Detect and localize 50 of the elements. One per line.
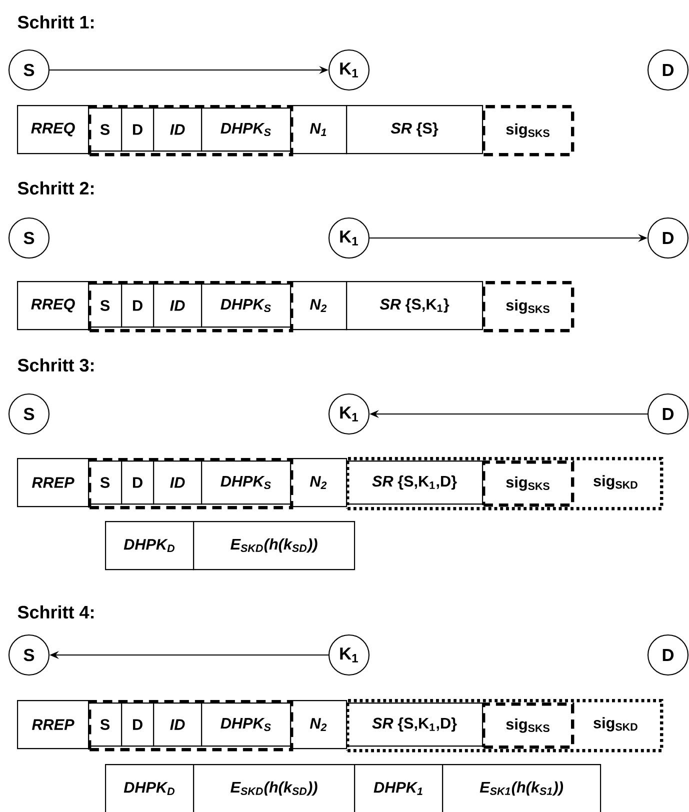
packet-field: SR {S,K$_{1}$,D} bbox=[346, 460, 484, 505]
step-heading: Schritt 3: bbox=[18, 358, 94, 372]
dashed-outline bbox=[88, 281, 294, 332]
packet-field: DHPK$_{S}$ bbox=[201, 460, 292, 505]
packet-field: SR {S,K$_{1}$,D} bbox=[346, 702, 484, 747]
dotted-outline bbox=[346, 457, 664, 510]
packet-field: ID bbox=[153, 460, 202, 505]
packet-field: D bbox=[121, 460, 154, 505]
step-heading: Schritt 2: bbox=[18, 181, 94, 195]
packet-field: E$_{SK1}$(h(k$_{S1}$)) bbox=[442, 764, 602, 812]
packet-field: DHPK$_{S}$ bbox=[201, 284, 292, 328]
packet-field: DHPK$_{D}$ bbox=[105, 521, 194, 570]
packet-field: ID bbox=[153, 702, 202, 747]
packet-field: S bbox=[88, 284, 122, 328]
dotted-outline bbox=[346, 699, 664, 752]
packet-field: S bbox=[88, 702, 122, 747]
packet-field: sig$_{SKS}$ bbox=[482, 460, 574, 507]
packet-field: N$_{2}$ bbox=[290, 458, 348, 508]
packet-field: E$_{SKD}$(h(k$_{SD}$)) bbox=[193, 764, 356, 812]
packet-field: N$_{2}$ bbox=[290, 281, 348, 330]
step-heading: Schritt 4: bbox=[18, 605, 94, 619]
packet-field: sig$_{SKD}$ bbox=[594, 475, 638, 490]
packet-field: SR {S} bbox=[346, 105, 484, 154]
packet-field: sig$_{SKS}$ bbox=[482, 105, 574, 156]
packet-field: N$_{1}$ bbox=[290, 105, 348, 154]
packet-field: DHPK$_{S}$ bbox=[201, 702, 292, 747]
dashed-outline bbox=[88, 458, 294, 510]
packet-field: RREQ bbox=[17, 105, 90, 154]
packet-field: S bbox=[88, 108, 122, 152]
packet-field: RREP bbox=[17, 700, 90, 750]
packet-field: DHPK$_{S}$ bbox=[201, 108, 292, 152]
packet-field: DHPK$_{1}$ bbox=[354, 764, 444, 812]
packet-field: DHPK$_{D}$ bbox=[105, 764, 194, 812]
packet-field: ID bbox=[153, 108, 202, 152]
packet-field: S bbox=[88, 460, 122, 505]
packet-field: D bbox=[121, 702, 154, 747]
packet-field: D bbox=[121, 108, 154, 152]
packet-field: sig$_{SKS}$ bbox=[482, 281, 574, 332]
packet-field: RREP bbox=[17, 458, 90, 508]
packet-field: sig$_{SKS}$ bbox=[482, 702, 574, 749]
packet-field: RREQ bbox=[17, 281, 90, 330]
packet-field: SR {S,K$_{1}$} bbox=[346, 281, 484, 330]
dashed-outline bbox=[88, 105, 294, 156]
step-heading: Schritt 1: bbox=[18, 15, 94, 29]
packet-field: N$_{2}$ bbox=[290, 700, 348, 750]
packet-field: ID bbox=[153, 284, 202, 328]
packet-field: E$_{SKD}$(h(k$_{SD}$)) bbox=[193, 521, 356, 570]
packet-field: D bbox=[121, 284, 154, 328]
dashed-outline bbox=[88, 700, 294, 752]
packet-field: sig$_{SKD}$ bbox=[594, 717, 638, 732]
